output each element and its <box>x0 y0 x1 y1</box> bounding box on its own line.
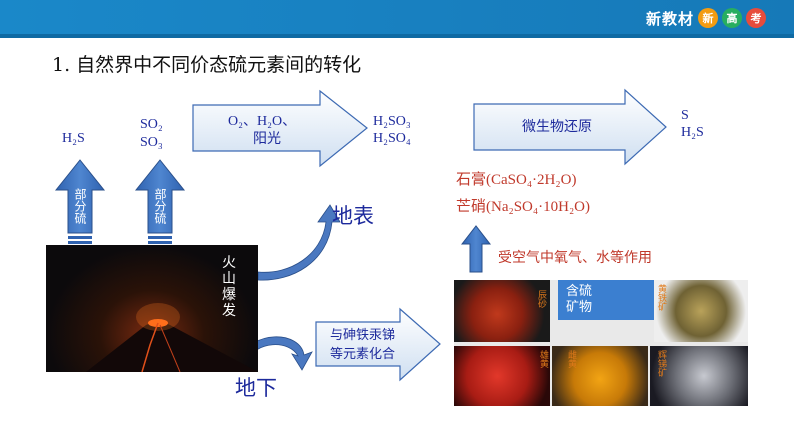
brand-text: 新教材 <box>645 9 694 28</box>
cinnabar-label: 辰砂 <box>536 290 546 308</box>
cinnabar-photo <box>454 280 550 342</box>
up-arrow-air <box>460 225 492 273</box>
orpiment-label: 雌黄 <box>566 350 576 368</box>
badge-exam: 考 <box>746 8 766 28</box>
header-bar <box>0 0 794 38</box>
sulfur-minerals-line2: 矿物 <box>566 300 593 315</box>
h2so4-label: H₂SO₄ <box>373 131 411 146</box>
stibnite-label: 辉锑矿 <box>656 350 666 377</box>
realgar-label: 雄黄 <box>538 350 548 368</box>
page-title: 1. 自然界中不同价态硫元素间的转化 <box>52 54 362 76</box>
underground-label: 地下 <box>235 376 277 400</box>
minerals-panel: 辰砂 含硫 矿物 黄铁矿 雄黄 雌黄 辉锑矿 <box>454 280 748 406</box>
right-arrow-combine <box>315 307 441 382</box>
so2-label: SO₂ <box>140 117 163 132</box>
realgar-photo <box>454 346 550 406</box>
volcano-image <box>46 245 258 372</box>
sulfur-minerals-box: 含硫 矿物 <box>558 280 658 320</box>
right-arrow-reduction <box>473 88 667 166</box>
badge-new: 新 <box>698 8 718 28</box>
curve-arrow-surface <box>257 204 341 281</box>
badge-high: 高 <box>722 8 742 28</box>
so3-label: SO₃ <box>140 135 163 150</box>
mirabilite-label: 芒硝(Na₂SO₄·10H₂O) <box>456 199 591 215</box>
up-arrow-right-label: 部分硫 <box>153 188 167 224</box>
pyrite-label: 黄铁矿 <box>656 284 666 311</box>
combine-line1: 与砷铁汞锑 <box>330 328 396 343</box>
up-arrow-left <box>54 159 106 244</box>
product-s: S <box>681 108 689 123</box>
up-arrow-right <box>134 159 186 244</box>
up-arrow-left-label: 部分硫 <box>73 188 87 224</box>
curve-arrow-underground <box>239 336 313 371</box>
air-effect-label: 受空气中氧气、水等作用 <box>498 250 652 266</box>
volcano-label: 火山爆发 <box>222 255 236 319</box>
volcano-drawing <box>86 303 258 372</box>
arrow1-line2: 阳光 <box>253 132 281 147</box>
right-arrow-oxidation <box>192 89 368 168</box>
product-h2s: H₂S <box>681 125 704 140</box>
combine-line2: 等元素化合 <box>330 347 396 362</box>
arrow2-label: 微生物还原 <box>522 120 592 135</box>
stibnite-photo <box>650 346 748 406</box>
surface-label: 地表 <box>332 204 374 228</box>
brand-logo: 新教材 新 高 考 <box>646 7 766 29</box>
h2s-label: H₂S <box>62 131 85 146</box>
pyrite-photo <box>654 280 748 342</box>
sulfur-minerals-line1: 含硫 <box>566 284 593 299</box>
gypsum-label: 石膏(CaSO₄·2H₂O) <box>456 172 577 188</box>
orpiment-photo <box>552 346 648 406</box>
h2so3-label: H₂SO₃ <box>373 114 411 129</box>
arrow1-line1: O₂、H₂O、 <box>228 114 297 129</box>
